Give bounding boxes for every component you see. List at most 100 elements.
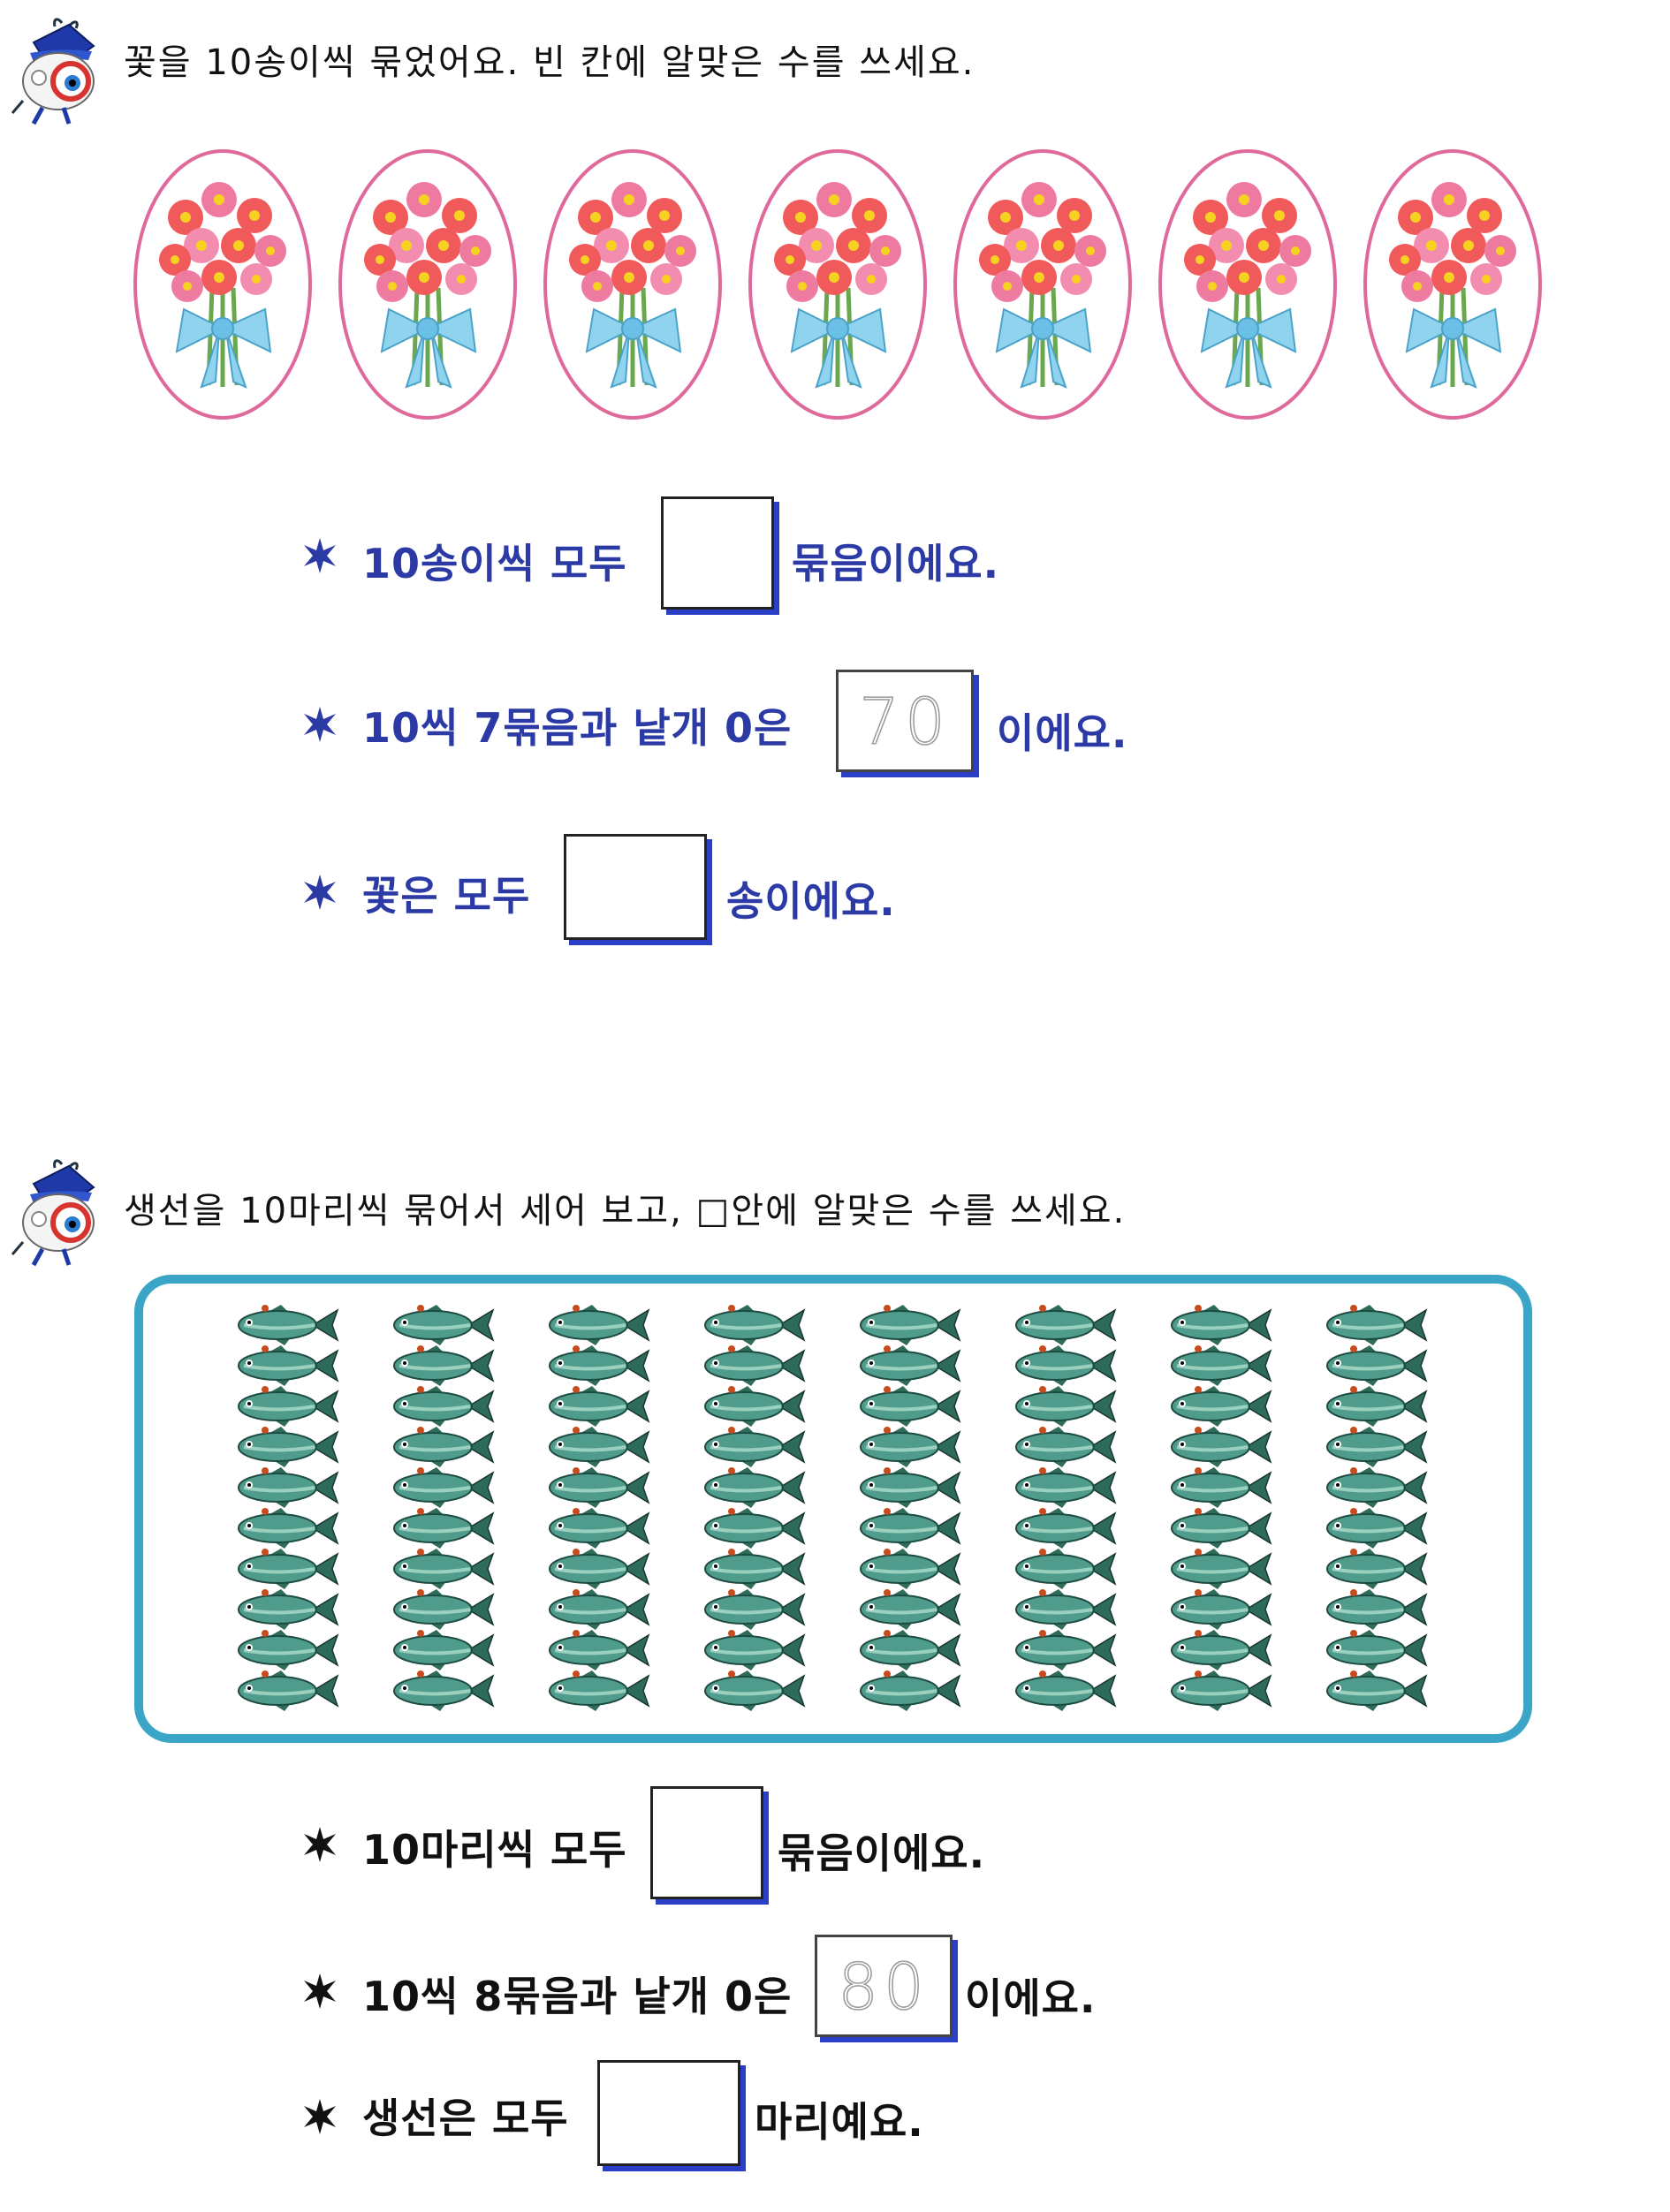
bouquet-row	[133, 140, 1564, 431]
fish-icon	[548, 1630, 650, 1670]
star-bullet-icon	[304, 1973, 336, 2009]
fish-icon	[392, 1589, 495, 1630]
fish-icon	[1170, 1630, 1272, 1670]
fish-bundle-column	[546, 1305, 661, 1711]
fish-bundle-column	[702, 1305, 816, 1711]
fish-icon	[1170, 1427, 1272, 1467]
fish-bundle-column	[1013, 1305, 1127, 1711]
fish-icon	[1170, 1549, 1272, 1589]
bouquet-icon	[1363, 147, 1543, 422]
fish-icon	[1170, 1670, 1272, 1711]
question-text: 생선은 모두	[362, 2095, 569, 2142]
fish-icon	[237, 1386, 339, 1427]
fish-icon	[703, 1549, 806, 1589]
fish-icon	[1325, 1386, 1428, 1427]
fish-icon	[1014, 1670, 1117, 1711]
fish-icon	[1014, 1589, 1117, 1630]
fish-icon	[548, 1549, 650, 1589]
question-suffix: 마리예요.	[755, 2098, 924, 2146]
answer-box[interactable]	[564, 834, 707, 940]
bouquet-icon	[953, 147, 1133, 422]
answer-box[interactable]	[661, 496, 774, 610]
fish-icon	[1325, 1549, 1428, 1589]
question-1-2: 10씩 7묶음과 낱개 0은 70 이에요.	[300, 670, 1184, 793]
section2-instruction: 생선을 10마리씩 묶어서 세어 보고, □안에 알맞은 수를 쓰세요.	[124, 1191, 1127, 1231]
fish-icon	[392, 1670, 495, 1711]
question-1-1: 10송이씩 모두 묶음이에요.	[300, 496, 1096, 620]
fish-icon	[703, 1630, 806, 1670]
fish-icon	[703, 1508, 806, 1549]
star-bullet-icon	[304, 875, 336, 910]
fish-icon	[1325, 1305, 1428, 1345]
fish-icon	[237, 1508, 339, 1549]
fish-icon	[703, 1670, 806, 1711]
fish-icon	[703, 1305, 806, 1345]
fish-icon	[1014, 1630, 1117, 1670]
fish-icon	[1014, 1508, 1117, 1549]
fish-icon	[1325, 1427, 1428, 1467]
fish-icon	[859, 1386, 961, 1427]
question-text: 꽃은 모두	[362, 872, 531, 920]
fish-icon	[1014, 1467, 1117, 1508]
fish-icon	[392, 1630, 495, 1670]
traced-answer: 80	[837, 1949, 930, 2025]
fish-icon	[237, 1630, 339, 1670]
question-suffix: 묶음이에요.	[778, 1829, 986, 1877]
fish-icon	[392, 1467, 495, 1508]
mascot-icon	[7, 1157, 102, 1267]
fish-icon	[392, 1386, 495, 1427]
fish-icon	[237, 1589, 339, 1630]
fish-icon	[548, 1589, 650, 1630]
fish-bundle-column	[1324, 1305, 1438, 1711]
fish-icon	[392, 1305, 495, 1345]
question-suffix: 송이에요.	[726, 877, 896, 925]
answer-box-prefilled[interactable]: 80	[815, 1935, 953, 2037]
fish-bundle-column	[1168, 1305, 1283, 1711]
fish-icon	[1170, 1508, 1272, 1549]
fish-icon	[548, 1345, 650, 1386]
answer-box-prefilled[interactable]: 70	[836, 670, 974, 772]
fish-icon	[703, 1427, 806, 1467]
fish-icon	[1014, 1305, 1117, 1345]
question-suffix: 이에요.	[997, 709, 1128, 757]
answer-box[interactable]	[650, 1786, 763, 1899]
fish-bundle-column	[235, 1305, 350, 1711]
fish-icon	[548, 1427, 650, 1467]
fish-icon	[237, 1305, 339, 1345]
answer-box[interactable]	[597, 2060, 740, 2166]
fish-icon	[1325, 1670, 1428, 1711]
question-text: 10마리씩 모두	[362, 1826, 627, 1874]
question-suffix: 이에요.	[965, 1974, 1097, 2022]
fish-icon	[237, 1670, 339, 1711]
fish-icon	[237, 1467, 339, 1508]
bouquet-icon	[543, 147, 723, 422]
question-1-3: 꽃은 모두 송이에요.	[300, 834, 1096, 958]
fish-icon	[392, 1427, 495, 1467]
fish-icon	[1170, 1305, 1272, 1345]
bouquet-icon	[133, 147, 313, 422]
traced-answer: 70	[858, 684, 951, 760]
fish-icon	[1170, 1345, 1272, 1386]
star-bullet-icon	[304, 538, 336, 573]
fish-icon	[392, 1508, 495, 1549]
fish-icon	[1014, 1345, 1117, 1386]
fish-icon	[1014, 1427, 1117, 1467]
question-2-2: 10씩 8묶음과 낱개 0은 80 이에요.	[300, 1935, 1184, 2058]
fish-icon	[859, 1467, 961, 1508]
fish-bundle-column	[391, 1305, 505, 1711]
fish-icon	[1325, 1630, 1428, 1670]
fish-icon	[859, 1549, 961, 1589]
fish-icon	[1014, 1386, 1117, 1427]
fish-icon	[703, 1345, 806, 1386]
star-bullet-icon	[304, 707, 336, 742]
question-text: 10씩 7묶음과 낱개 0은	[362, 704, 793, 752]
fish-icon	[1325, 1345, 1428, 1386]
question-2-1: 10마리씩 모두 묶음이에요.	[300, 1786, 1096, 1910]
fish-icon	[703, 1589, 806, 1630]
fish-icon	[548, 1670, 650, 1711]
fish-icon	[548, 1386, 650, 1427]
fish-icon	[1170, 1467, 1272, 1508]
fish-icon	[703, 1386, 806, 1427]
fish-icon	[859, 1630, 961, 1670]
mascot-icon	[7, 16, 102, 125]
